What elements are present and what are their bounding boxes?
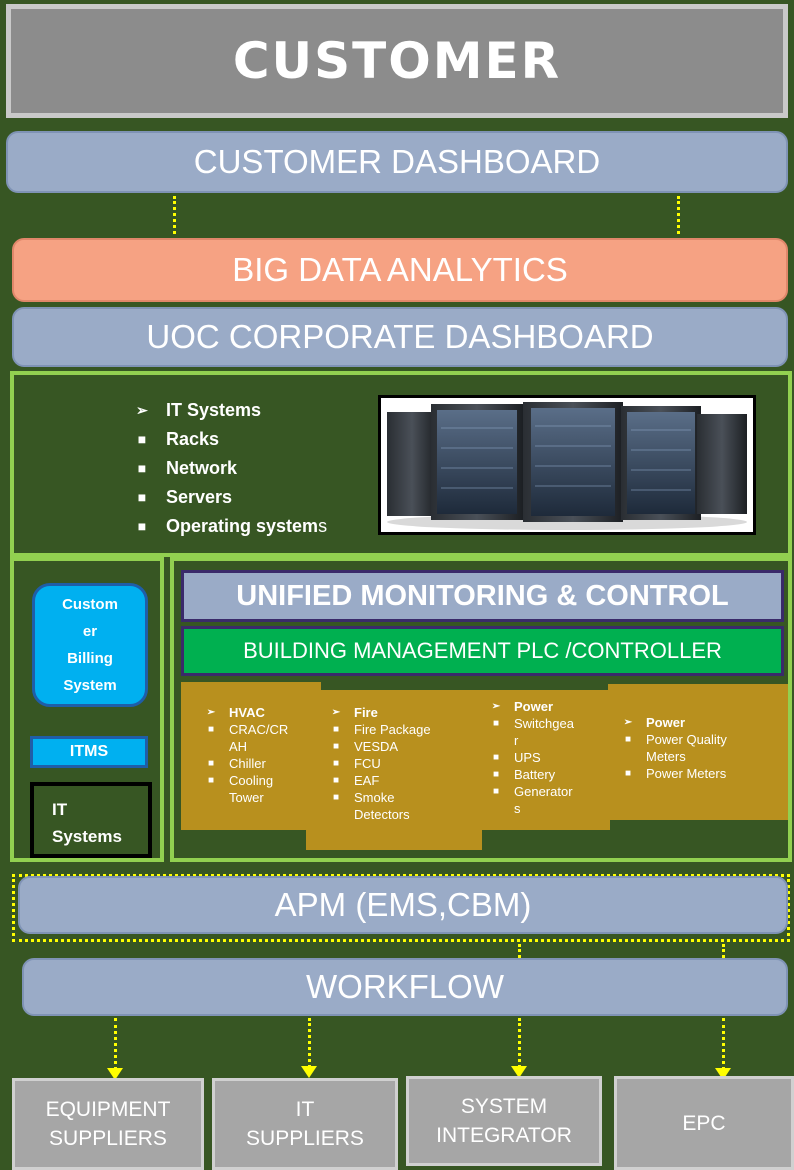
square-bullet-icon: ■	[492, 752, 500, 763]
list-item: ■Operating systems	[132, 512, 327, 541]
square-bullet-icon: ■	[332, 741, 340, 752]
square-bullet-icon: ■	[492, 786, 500, 797]
list-item: ■Racks	[132, 425, 327, 454]
customer-billing-system: Custom er Billing System	[32, 583, 148, 707]
arrow-bullet-icon: ➢	[206, 707, 216, 718]
square-bullet-icon: ■	[332, 758, 340, 769]
square-bullet-icon: ■	[332, 775, 340, 786]
arrow-down-icon	[301, 1066, 317, 1078]
fire-group: ➢Fire ■Fire Package ■VESDA ■FCU ■EAF ■Sm…	[306, 690, 482, 850]
connector-line	[173, 196, 176, 234]
connector-line	[114, 1018, 117, 1070]
square-bullet-icon: ■	[137, 460, 147, 476]
it-suppliers-box: IT SUPPLIERS	[212, 1078, 398, 1170]
it-systems-list: ➢IT Systems ■Racks ■Network ■Servers ■Op…	[132, 396, 327, 541]
apm-block: APM (EMS,CBM)	[18, 876, 788, 934]
system-integrator-box: SYSTEM INTEGRATOR	[406, 1076, 602, 1166]
arrow-bullet-icon: ➢	[491, 701, 501, 712]
arrow-bullet-icon: ➢	[331, 707, 341, 718]
connector-line	[518, 1018, 521, 1068]
square-bullet-icon: ■	[332, 724, 340, 735]
square-bullet-icon: ■	[207, 724, 215, 735]
square-bullet-icon: ■	[332, 792, 340, 803]
square-bullet-icon: ■	[137, 431, 147, 447]
customer-dashboard: CUSTOMER DASHBOARD	[6, 131, 788, 193]
square-bullet-icon: ■	[137, 518, 147, 534]
square-bullet-icon: ■	[207, 758, 215, 769]
customer-dashboard-label: CUSTOMER DASHBOARD	[193, 143, 601, 180]
itms-box: ITMS	[30, 736, 148, 768]
arrow-bullet-icon: ➢	[623, 717, 633, 728]
arrow-bullet-icon: ➢	[136, 402, 148, 418]
list-item: ➢IT Systems	[132, 396, 327, 425]
server-racks-image	[378, 395, 756, 535]
square-bullet-icon: ■	[492, 718, 500, 729]
building-management-plc: BUILDING MANAGEMENT PLC /CONTROLLER	[181, 626, 784, 676]
uoc-corporate-dashboard: UOC CORPORATE DASHBOARD	[12, 307, 788, 367]
it-systems-box: IT Systems	[30, 782, 152, 858]
square-bullet-icon: ■	[137, 489, 147, 505]
workflow-block: WORKFLOW	[22, 958, 788, 1016]
arrow-down-icon	[107, 1068, 123, 1080]
right-panel	[170, 557, 792, 862]
epc-box: EPC	[614, 1076, 794, 1170]
connector-line	[308, 1018, 311, 1068]
apm-dotted-frame	[12, 874, 790, 942]
it-systems-panel	[10, 371, 792, 557]
unified-monitoring-control: UNIFIED MONITORING & CONTROL	[181, 570, 784, 622]
equipment-suppliers-box: EQUIPMENT SUPPLIERS	[12, 1078, 204, 1170]
big-data-analytics: BIG DATA ANALYTICS	[12, 238, 788, 302]
left-panel	[10, 557, 164, 862]
arrow-down-icon	[511, 1066, 527, 1078]
uoc-dashboard-label: UOC CORPORATE DASHBOARD	[146, 318, 654, 355]
server-racks-icon	[381, 398, 753, 532]
customer-block: CUSTOMER	[6, 4, 788, 118]
big-data-label: BIG DATA ANALYTICS	[232, 251, 568, 288]
connector-line	[722, 1018, 725, 1070]
list-item: ■Servers	[132, 483, 327, 512]
square-bullet-icon: ■	[624, 768, 632, 779]
connector-line	[518, 944, 521, 958]
connector-line	[677, 196, 680, 234]
square-bullet-icon: ■	[207, 775, 215, 786]
list-item: ■Network	[132, 454, 327, 483]
square-bullet-icon: ■	[492, 769, 500, 780]
square-bullet-icon: ■	[624, 734, 632, 745]
connector-line	[722, 944, 725, 958]
customer-title: CUSTOMER	[232, 32, 562, 90]
